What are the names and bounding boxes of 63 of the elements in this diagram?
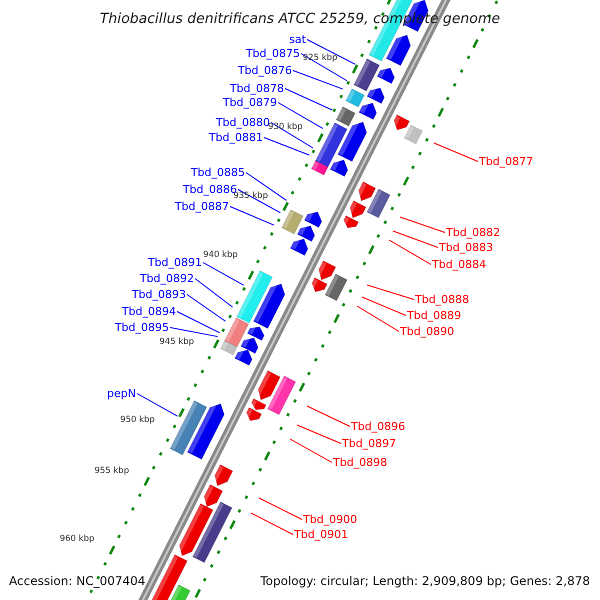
scale-label: 950 kbp: [120, 414, 155, 425]
leader-line: [306, 406, 350, 427]
leader-line: [292, 70, 344, 90]
scale-label: 960 kbp: [60, 534, 94, 544]
gene-label: Tbd_0885: [190, 166, 245, 179]
leader-line: [202, 262, 244, 286]
leader-line: [250, 512, 294, 535]
leader-line: [388, 240, 432, 265]
leader-line: [284, 88, 333, 110]
gene-label: pepN: [107, 387, 136, 400]
leader-line: [434, 142, 478, 162]
gene-label: Tbd_0882: [446, 226, 500, 239]
scale-label: 940 kbp: [203, 250, 238, 260]
leader-line: [366, 284, 414, 300]
leader-line: [258, 498, 302, 520]
leader-line: [264, 137, 310, 156]
leader-line: [170, 327, 218, 338]
gene-label: Tbd_0887: [174, 200, 229, 213]
leader-line: [290, 438, 332, 463]
gene-label: Tbd_0890: [400, 325, 454, 338]
leader-line: [356, 306, 400, 332]
gene-label: Tbd_0875: [246, 47, 300, 60]
gene-label: Tbd_0900: [303, 513, 358, 526]
gene-label: Tbd_0892: [140, 272, 194, 285]
genome-stats-text: Topology: circular; Length: 2,909,809 bp; Genes: 2,878: [260, 574, 590, 589]
gene-label: Tbd_0901: [294, 528, 348, 541]
gene-label: Tbd_0893: [132, 288, 186, 301]
leader-line: [136, 393, 178, 417]
gene-label: Tbd_0879: [222, 96, 277, 109]
gene-label: Tbd_0881: [208, 131, 263, 144]
scale-label: 945 kbp: [159, 337, 194, 347]
gene-label: Tbd_0884: [432, 258, 486, 271]
gene-label: Tbd_0889: [407, 309, 462, 322]
leader-line: [306, 39, 356, 65]
gene-label: Tbd_0891: [148, 256, 202, 269]
leader-line: [362, 296, 406, 316]
gene-label: Tbd_0897: [342, 437, 396, 450]
gene-label: Tbd_0894: [122, 305, 176, 318]
leader-line: [296, 424, 342, 444]
gene-label: Tbd_0876: [238, 64, 292, 77]
leader-line: [176, 311, 220, 334]
leader-line: [278, 102, 324, 129]
leader-line: [186, 294, 226, 322]
gene-label: sat: [289, 33, 306, 46]
leader-line: [270, 122, 314, 148]
leader-line: [230, 206, 274, 226]
leader-line: [300, 53, 348, 82]
leader-line: [238, 189, 281, 214]
leader-line: [246, 172, 287, 201]
accession-text: Accession: NC_007404: [9, 574, 146, 589]
gene-label: Tbd_0898: [333, 456, 388, 469]
gene-label: Tbd_0880: [216, 116, 270, 129]
gene-label: Tbd_0878: [230, 82, 284, 95]
gene-label: Tbd_0896: [351, 420, 406, 433]
scale-label: 955 kbp: [94, 466, 130, 476]
gene-label: Tbd_0895: [114, 321, 169, 334]
gene-label: Tbd_0883: [439, 241, 494, 254]
gene-label: Tbd_0888: [415, 293, 470, 306]
leader-line: [400, 216, 446, 233]
map-title: Thiobacillus denitrificans ATCC 25259, complete genome: [98, 11, 502, 27]
leader-line: [392, 230, 438, 248]
leader-line: [194, 278, 234, 308]
gene-label: Tbd_0877: [479, 155, 534, 168]
